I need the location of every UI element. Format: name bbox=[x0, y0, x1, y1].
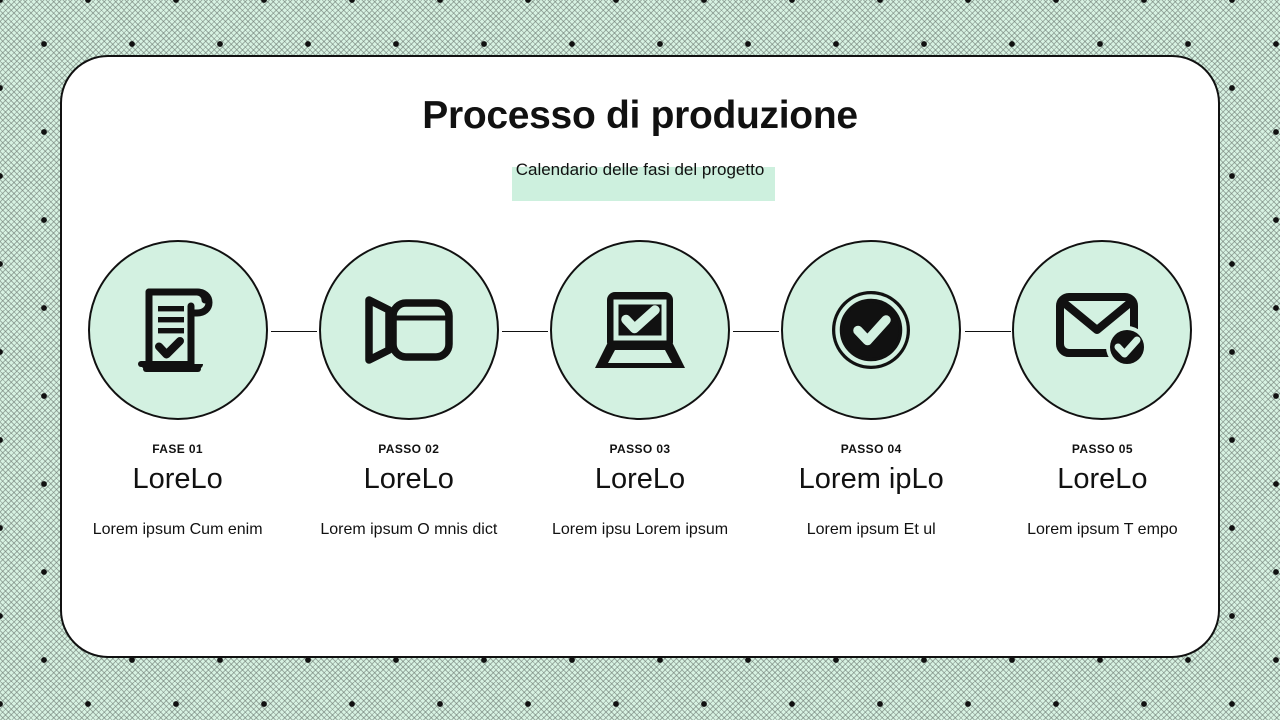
step-title-5: LoreLo bbox=[1057, 463, 1148, 495]
process-step-1[interactable]: FASE 01 LoreLo Lorem ipsum Cum enim bbox=[62, 240, 317, 544]
step-description-3: Lorem ipsu Lorem ipsum bbox=[551, 521, 729, 539]
step-description-4: Lorem ipsum Et ul bbox=[806, 521, 936, 539]
subtitle-highlight bbox=[511, 166, 776, 201]
step-label-1: FASE 01 bbox=[152, 442, 204, 456]
process-step-5[interactable]: PASSO 05 LoreLo Lorem ipsum T empo bbox=[987, 240, 1218, 544]
step-label-3: PASSO 03 bbox=[609, 442, 671, 456]
page-title: Processo di produzione bbox=[422, 94, 858, 137]
step-label-2: PASSO 02 bbox=[378, 442, 440, 456]
page-subtitle: Calendario delle fasi del progetto bbox=[515, 159, 765, 179]
laptop-check-icon bbox=[593, 286, 687, 374]
process-steps-row: FASE 01 LoreLo Lorem ipsum Cum enim bbox=[62, 240, 1218, 544]
step-label-4: PASSO 04 bbox=[840, 442, 902, 456]
step-connector-line bbox=[502, 331, 549, 332]
step-icon-circle-1[interactable] bbox=[87, 240, 268, 420]
step-connector-line bbox=[733, 331, 780, 332]
step-icon-circle-3[interactable] bbox=[550, 240, 730, 420]
scroll-check-icon bbox=[135, 284, 221, 376]
step-connector-line bbox=[964, 331, 1011, 332]
step-icon-circle-2[interactable] bbox=[318, 240, 499, 420]
step-description-5: Lorem ipsum T empo bbox=[1027, 521, 1178, 539]
content-card: Processo di produzione Calendario delle … bbox=[60, 55, 1220, 658]
step-icon-circle-5[interactable] bbox=[1012, 240, 1193, 420]
subtitle-container: Calendario delle fasi del progetto bbox=[511, 159, 776, 201]
process-step-2[interactable]: PASSO 02 LoreLo Lorem ipsum O mnis dict bbox=[293, 240, 549, 544]
step-title-2: LoreLo bbox=[363, 463, 454, 495]
process-step-4[interactable]: PASSO 04 Lorem ipLo Lorem ipsum Et ul bbox=[756, 240, 1011, 544]
envelope-check-icon bbox=[1054, 289, 1150, 371]
process-step-3[interactable]: PASSO 03 LoreLo Lorem ipsu Lorem ipsum bbox=[524, 240, 780, 544]
step-title-4: Lorem ipLo bbox=[798, 463, 944, 495]
step-description-1: Lorem ipsum Cum enim bbox=[92, 521, 263, 539]
step-title-1: LoreLo bbox=[132, 463, 223, 495]
step-label-5: PASSO 05 bbox=[1071, 442, 1133, 456]
header: Processo di produzione Calendario delle … bbox=[62, 94, 1218, 201]
step-description-2: Lorem ipsum O mnis dict bbox=[320, 521, 498, 539]
step-icon-circle-4[interactable] bbox=[781, 240, 962, 420]
video-camera-icon bbox=[361, 293, 457, 367]
step-connector-line bbox=[271, 331, 317, 332]
step-title-3: LoreLo bbox=[594, 463, 686, 495]
check-circle-icon bbox=[828, 287, 914, 373]
